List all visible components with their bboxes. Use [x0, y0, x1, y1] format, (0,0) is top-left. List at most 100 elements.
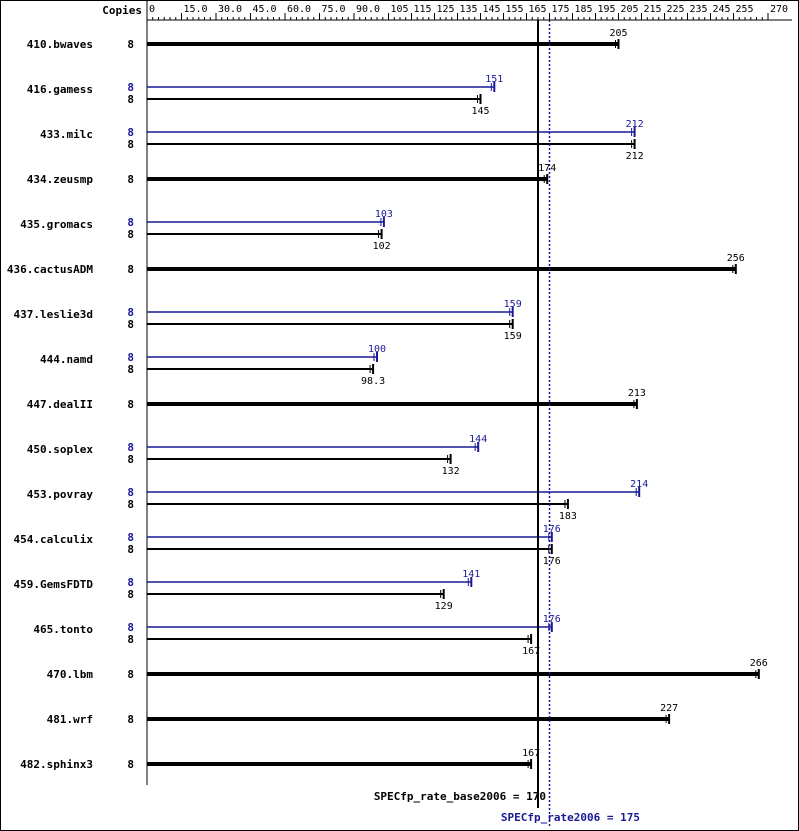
x-tick-label: 90.0 [356, 4, 380, 15]
result-value-label: 212 [626, 151, 644, 162]
result-value-label: 167 [522, 646, 540, 657]
x-tick-label: 175 [552, 4, 570, 15]
x-tick-label: 75.0 [322, 4, 346, 15]
x-tick-label: 15.0 [184, 4, 208, 15]
benchmark-name: 437.leslie3d [14, 308, 93, 321]
benchmark-name: 459.GemsFDTD [14, 578, 94, 591]
benchmark-name: 481.wrf [47, 713, 93, 726]
copies-value: 8 [127, 713, 134, 726]
x-tick-label: 185 [575, 4, 593, 15]
result-value-label: 141 [462, 569, 480, 580]
x-tick-label: 0 [149, 4, 155, 15]
benchmark-name: 434.zeusmp [27, 173, 94, 186]
x-tick-label: 195 [598, 4, 616, 15]
copies-value: 8 [127, 263, 134, 276]
result-value-label: 98.3 [361, 376, 385, 387]
copies-value: 8 [127, 93, 134, 106]
benchmark-row: 433.milc 8 212 8 212 [40, 119, 644, 162]
copies-value: 8 [127, 588, 134, 601]
result-value-label: 145 [471, 106, 489, 117]
benchmark-name: 416.gamess [27, 83, 93, 96]
copies-value: 8 [127, 486, 134, 499]
copies-value: 8 [127, 398, 134, 411]
x-tick-label: 205 [621, 4, 639, 15]
benchmark-name: 433.milc [40, 128, 93, 141]
x-tick-label: 30.0 [218, 4, 242, 15]
benchmark-row: 435.gromacs 8 103 8 102 [20, 209, 393, 252]
reference-lines: SPECfp_rate_base2006 = 170SPECfp_rate200… [374, 20, 640, 826]
copies-value: 8 [127, 531, 134, 544]
result-value-label: 102 [373, 241, 391, 252]
benchmark-name: 435.gromacs [20, 218, 93, 231]
benchmark-name: 465.tonto [33, 623, 93, 636]
result-value-label: 212 [626, 119, 644, 130]
result-value-label: 167 [522, 748, 540, 759]
copies-value: 8 [127, 576, 134, 589]
copies-value: 8 [127, 498, 134, 511]
x-tick-label: 270 [770, 4, 788, 15]
x-tick-label: 135 [460, 4, 478, 15]
result-value-label: 227 [660, 703, 678, 714]
benchmark-name: 482.sphinx3 [20, 758, 93, 771]
benchmark-row: 450.soplex 8 144 8 132 [27, 434, 487, 477]
benchmark-name: 436.cactusADM [7, 263, 93, 276]
benchmark-name: 450.soplex [27, 443, 94, 456]
result-value-label: 159 [504, 331, 522, 342]
copies-value: 8 [127, 126, 134, 139]
benchmark-row: 459.GemsFDTD 8 141 8 129 [14, 569, 481, 612]
benchmark-name: 447.dealII [27, 398, 93, 411]
x-tick-label: 155 [506, 4, 524, 15]
x-tick-label: 60.0 [287, 4, 311, 15]
copies-value: 8 [127, 228, 134, 241]
copies-value: 8 [127, 758, 134, 771]
result-value-label: 214 [630, 479, 648, 490]
result-value-label: 129 [435, 601, 453, 612]
copies-value: 8 [127, 138, 134, 151]
result-value-label: 205 [609, 28, 627, 39]
result-value-label: 103 [375, 209, 393, 220]
benchmark-row: 482.sphinx3 8 167 [20, 748, 540, 779]
peak-reference-label: SPECfp_rate2006 = 175 [501, 811, 640, 824]
result-value-label: 266 [750, 658, 768, 669]
x-tick-label: 215 [644, 4, 662, 15]
result-value-label: 176 [543, 614, 561, 625]
copies-value: 8 [127, 81, 134, 94]
copies-value: 8 [127, 38, 134, 51]
x-tick-label: 245 [713, 4, 731, 15]
x-tick-label: 115 [414, 4, 432, 15]
base-reference-label: SPECfp_rate_base2006 = 170 [374, 790, 546, 803]
result-value-label: 132 [442, 466, 460, 477]
copies-value: 8 [127, 453, 134, 466]
copies-value: 8 [127, 318, 134, 331]
x-tick-label: 105 [391, 4, 409, 15]
benchmark-row: 481.wrf 8 227 [47, 703, 678, 734]
result-value-label: 183 [559, 511, 577, 522]
copies-value: 8 [127, 441, 134, 454]
copies-value: 8 [127, 173, 134, 186]
x-tick-label: 145 [483, 4, 501, 15]
benchmark-name: 444.namd [40, 353, 93, 366]
copies-value: 8 [127, 216, 134, 229]
benchmark-name: 453.povray [27, 488, 94, 501]
result-value-label: 100 [368, 344, 386, 355]
benchmark-name: 470.lbm [47, 668, 94, 681]
copies-value: 8 [127, 633, 134, 646]
copies-header: Copies [102, 4, 142, 17]
copies-value: 8 [127, 543, 134, 556]
result-value-label: 144 [469, 434, 487, 445]
result-value-label: 176 [543, 524, 561, 535]
